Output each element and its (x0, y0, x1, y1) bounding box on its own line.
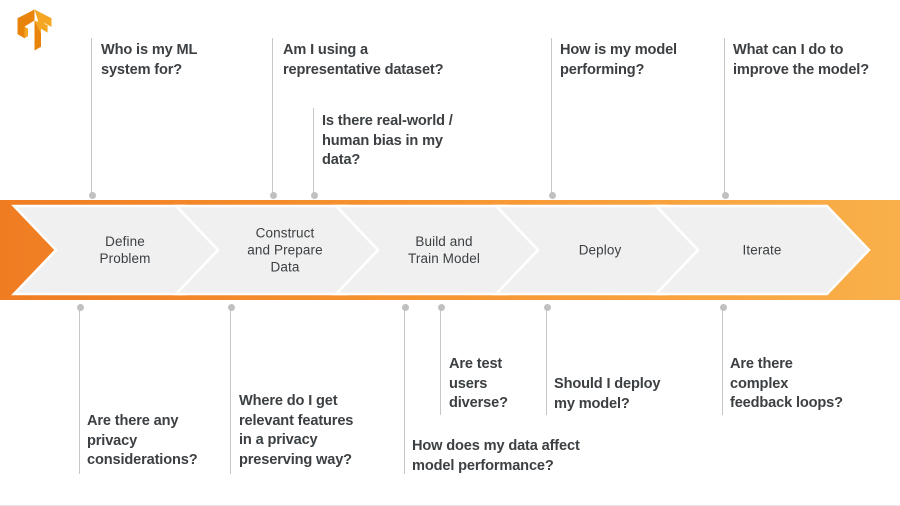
connector-dot-am-i-using-representative-dataset (269, 192, 277, 199)
connector-line-is-there-real-world-human-bias (313, 108, 314, 195)
connector-dot-how-does-my-data-affect-model-performance (401, 304, 409, 311)
question-who-is-my-ml-system-for: Who is my ML system for? (101, 42, 198, 78)
question-how-does-my-data-affect-model-performance: How does my data affect model performanc… (412, 438, 580, 474)
question-are-there-any-privacy-considerations: Are there any privacy considerations? (87, 413, 198, 468)
connector-dot-is-there-real-world-human-bias (310, 192, 318, 199)
question-is-there-real-world-human-bias: Is there real-world / human bias in my d… (322, 113, 453, 168)
question-how-is-my-model-performing: How is my model performing? (560, 42, 677, 78)
question-what-can-i-do-to-improve-model: What can I do to improve the model? (733, 42, 869, 78)
connector-dot-are-there-any-privacy-considerations (76, 304, 84, 311)
connector-line-where-do-i-get-relevant-features (230, 308, 231, 474)
connector-line-how-does-my-data-affect-model-performance (404, 308, 405, 474)
connector-dot-are-test-users-diverse (437, 304, 445, 311)
connector-line-am-i-using-representative-dataset (272, 38, 273, 195)
connector-line-who-is-my-ml-system-for (91, 38, 92, 195)
connector-line-what-can-i-do-to-improve-model (724, 38, 725, 195)
connector-line-should-i-deploy-my-model (546, 308, 547, 415)
question-should-i-deploy-my-model: Should I deploy my model? (554, 376, 661, 412)
connector-dot-who-is-my-ml-system-for (88, 192, 96, 199)
connector-dot-where-do-i-get-relevant-features (227, 304, 235, 311)
workflow-banner (0, 200, 900, 300)
connector-line-how-is-my-model-performing (551, 38, 552, 195)
chevron-iterate (653, 204, 871, 296)
question-am-i-using-representative-dataset: Am I using a representative dataset? (283, 42, 444, 78)
question-are-test-users-diverse: Are test users diverse? (449, 356, 508, 411)
connector-dot-are-there-complex-feedback-loops (719, 304, 727, 311)
tensorflow-logo (14, 8, 56, 52)
connector-dot-should-i-deploy-my-model (543, 304, 551, 311)
connector-dot-what-can-i-do-to-improve-model (721, 192, 729, 199)
connector-line-are-there-complex-feedback-loops (722, 308, 723, 415)
question-where-do-i-get-relevant-features: Where do I get relevant features in a pr… (239, 393, 354, 468)
question-are-there-complex-feedback-loops: Are there complex feedback loops? (730, 356, 843, 411)
connector-line-are-there-any-privacy-considerations (79, 308, 80, 474)
connector-line-are-test-users-diverse (440, 308, 441, 415)
connector-dot-how-is-my-model-performing (548, 192, 556, 199)
